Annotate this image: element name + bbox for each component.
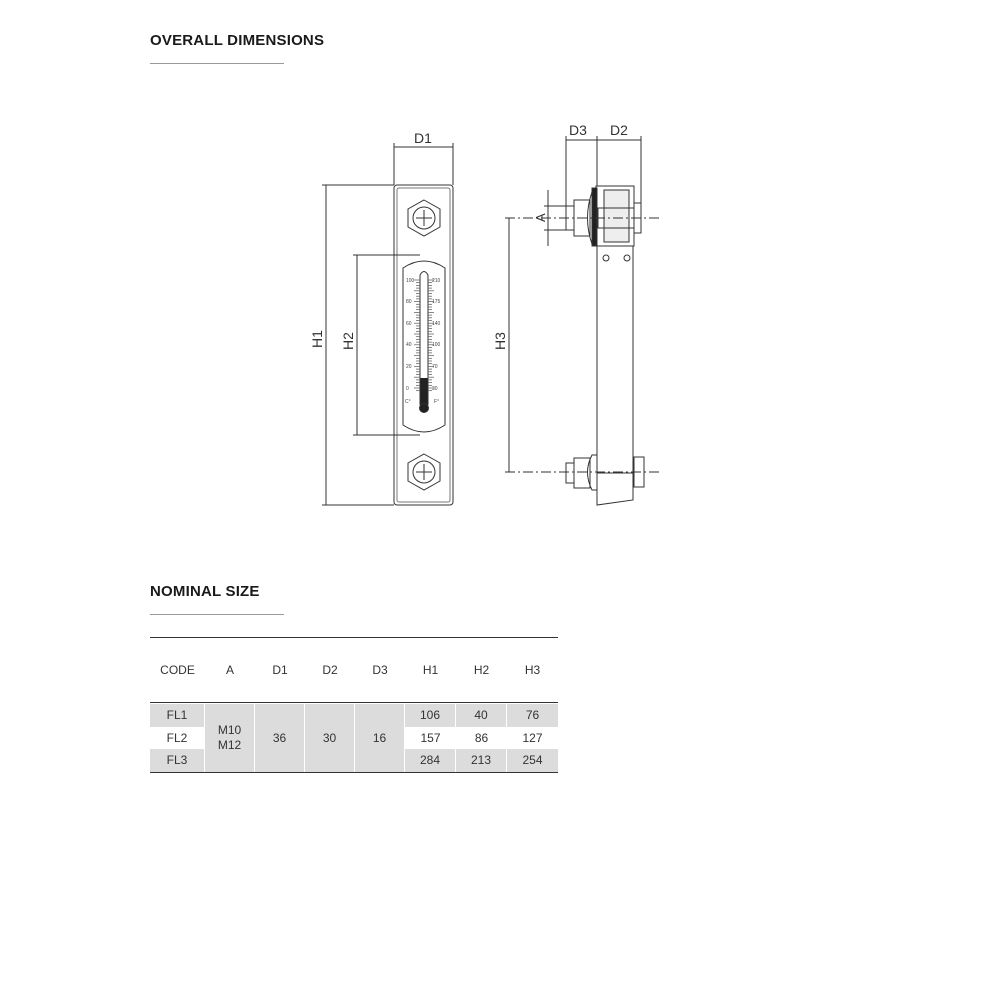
col-h3: H3 bbox=[524, 663, 541, 677]
col-h2: H2 bbox=[473, 663, 490, 677]
h2-cell: 213 bbox=[456, 749, 507, 772]
code-cell: FL2 bbox=[150, 726, 205, 749]
title-underline bbox=[150, 614, 284, 615]
h1-cell: 284 bbox=[405, 749, 456, 772]
d1-cell: 36 bbox=[255, 704, 305, 772]
h1-cell: 157 bbox=[420, 730, 441, 745]
col-d2: D2 bbox=[322, 663, 338, 677]
overall-dimensions-title: OVERALL DIMENSIONS bbox=[150, 32, 325, 49]
svg-text:D3: D3 bbox=[569, 122, 587, 138]
d2-cell: 30 bbox=[305, 704, 355, 772]
h3-cell: 127 bbox=[522, 730, 543, 745]
h1-cell: 106 bbox=[405, 704, 456, 727]
svg-text:100: 100 bbox=[432, 342, 441, 348]
col-code: CODE bbox=[160, 663, 195, 677]
svg-text:0: 0 bbox=[406, 386, 409, 392]
svg-text:40: 40 bbox=[406, 342, 412, 348]
col-d1: D1 bbox=[272, 663, 288, 677]
svg-text:C°: C° bbox=[405, 399, 411, 405]
svg-text:140: 140 bbox=[432, 321, 441, 327]
svg-text:70: 70 bbox=[432, 364, 438, 370]
svg-text:D2: D2 bbox=[610, 122, 628, 138]
nominal-size-title: NOMINAL SIZE bbox=[150, 583, 260, 600]
svg-text:H2: H2 bbox=[340, 332, 356, 350]
code-cell: FL1 bbox=[150, 704, 205, 727]
code-cell: FL3 bbox=[150, 749, 205, 772]
side-view: D3 D2 A H3 bbox=[492, 122, 660, 506]
svg-text:20: 20 bbox=[406, 364, 412, 370]
svg-text:30: 30 bbox=[432, 386, 438, 392]
svg-text:80: 80 bbox=[406, 299, 412, 305]
col-d3: D3 bbox=[372, 663, 388, 677]
table-row: 157 86 127 bbox=[405, 727, 558, 750]
svg-text:210: 210 bbox=[432, 278, 441, 284]
h3-cell: 254 bbox=[522, 753, 543, 768]
svg-text:A: A bbox=[533, 213, 548, 222]
dimension-drawing: 100 80 60 40 20 0 210 175 140 100 70 30 C° F° D… bbox=[309, 122, 660, 506]
h3-cell: 76 bbox=[525, 708, 540, 723]
col-a: A bbox=[225, 663, 234, 677]
h2-cell: 86 bbox=[474, 730, 489, 745]
svg-text:H1: H1 bbox=[309, 330, 325, 348]
a-value: M10 bbox=[217, 722, 242, 737]
nominal-size-table: CODE A D1 D2 D3 H1 H2 H3 FL1 FL2 FL3 M10… bbox=[150, 637, 558, 773]
title-underline bbox=[150, 63, 284, 64]
svg-text:100: 100 bbox=[406, 278, 415, 284]
svg-text:D1: D1 bbox=[414, 130, 432, 146]
h2-cell: 40 bbox=[456, 704, 507, 727]
a-value: M12 bbox=[217, 737, 242, 752]
svg-text:60: 60 bbox=[406, 321, 412, 327]
svg-text:F°: F° bbox=[434, 399, 439, 405]
d3-cell: 16 bbox=[355, 704, 405, 772]
svg-text:H3: H3 bbox=[492, 332, 508, 350]
svg-text:175: 175 bbox=[432, 299, 441, 305]
col-h1: H1 bbox=[422, 663, 439, 677]
table-header-row: CODE A D1 D2 D3 H1 H2 H3 bbox=[150, 638, 558, 703]
front-view: 100 80 60 40 20 0 210 175 140 100 70 30 C° F° D… bbox=[309, 130, 454, 506]
